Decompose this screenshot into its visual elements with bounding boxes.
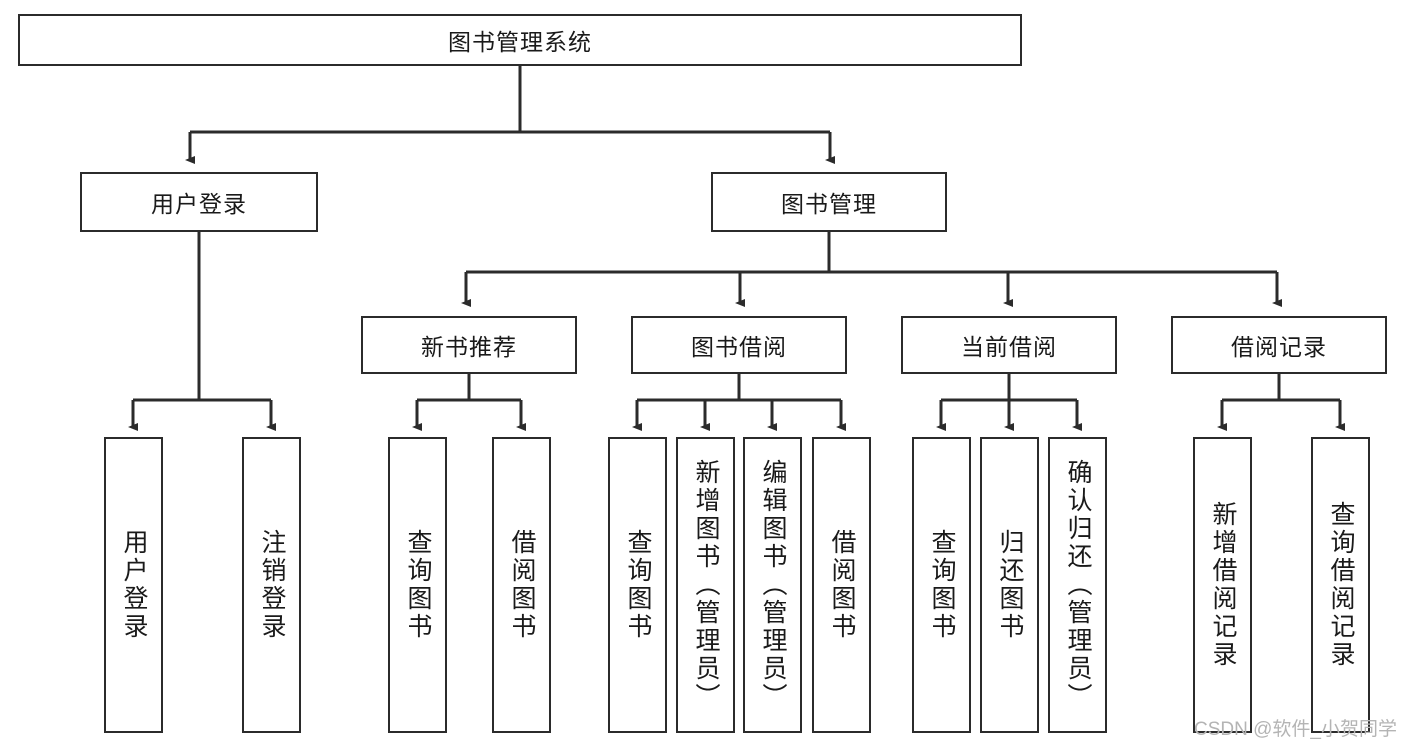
node-leaf-user-login[interactable]: 用户登录 bbox=[104, 437, 163, 733]
node-leaf-rec-query-label: 查询图书 bbox=[404, 529, 432, 641]
node-new-book-rec[interactable]: 新书推荐 bbox=[361, 316, 577, 374]
node-borrow-record[interactable]: 借阅记录 bbox=[1171, 316, 1387, 374]
node-book-manage[interactable]: 图书管理 bbox=[711, 172, 947, 232]
node-root-label: 图书管理系统 bbox=[448, 29, 592, 55]
node-leaf-user-logout[interactable]: 注销登录 bbox=[242, 437, 301, 733]
node-leaf-cur-return-label: 归还图书 bbox=[996, 529, 1024, 641]
node-leaf-user-login-label: 用户登录 bbox=[120, 529, 148, 641]
node-leaf-cur-return[interactable]: 归还图书 bbox=[980, 437, 1039, 733]
node-user-login-label: 用户登录 bbox=[151, 191, 247, 217]
node-leaf-rec-borrow-label: 借阅图书 bbox=[508, 529, 536, 641]
node-leaf-cur-confirm-label: 确认归还（管理员） bbox=[1064, 459, 1092, 711]
node-leaf-borrow-query-label: 查询图书 bbox=[624, 529, 652, 641]
node-book-manage-label: 图书管理 bbox=[781, 191, 877, 217]
node-user-login[interactable]: 用户登录 bbox=[80, 172, 318, 232]
node-leaf-cur-confirm[interactable]: 确认归还（管理员） bbox=[1048, 437, 1107, 733]
node-leaf-record-add[interactable]: 新增借阅记录 bbox=[1193, 437, 1252, 733]
node-leaf-borrow-add-label: 新增图书（管理员） bbox=[692, 459, 720, 711]
node-book-borrow-label: 图书借阅 bbox=[691, 334, 787, 360]
node-leaf-borrow-lend[interactable]: 借阅图书 bbox=[812, 437, 871, 733]
node-leaf-user-logout-label: 注销登录 bbox=[258, 529, 286, 641]
watermark: CSDN @软件_小贺同学 bbox=[1194, 719, 1397, 740]
node-leaf-borrow-query[interactable]: 查询图书 bbox=[608, 437, 667, 733]
node-leaf-borrow-edit-label: 编辑图书（管理员） bbox=[759, 459, 787, 711]
node-current-borrow[interactable]: 当前借阅 bbox=[901, 316, 1117, 374]
node-leaf-record-add-label: 新增借阅记录 bbox=[1209, 501, 1237, 669]
node-leaf-rec-query[interactable]: 查询图书 bbox=[388, 437, 447, 733]
node-leaf-record-query-label: 查询借阅记录 bbox=[1327, 501, 1355, 669]
node-borrow-record-label: 借阅记录 bbox=[1231, 334, 1327, 360]
node-leaf-cur-query-label: 查询图书 bbox=[928, 529, 956, 641]
node-root[interactable]: 图书管理系统 bbox=[18, 14, 1022, 66]
node-leaf-record-query[interactable]: 查询借阅记录 bbox=[1311, 437, 1370, 733]
node-leaf-borrow-lend-label: 借阅图书 bbox=[828, 529, 856, 641]
node-leaf-borrow-add[interactable]: 新增图书（管理员） bbox=[676, 437, 735, 733]
node-leaf-cur-query[interactable]: 查询图书 bbox=[912, 437, 971, 733]
node-leaf-borrow-edit[interactable]: 编辑图书（管理员） bbox=[743, 437, 802, 733]
node-leaf-rec-borrow[interactable]: 借阅图书 bbox=[492, 437, 551, 733]
node-book-borrow[interactable]: 图书借阅 bbox=[631, 316, 847, 374]
node-current-borrow-label: 当前借阅 bbox=[961, 334, 1057, 360]
node-new-book-rec-label: 新书推荐 bbox=[421, 334, 517, 360]
